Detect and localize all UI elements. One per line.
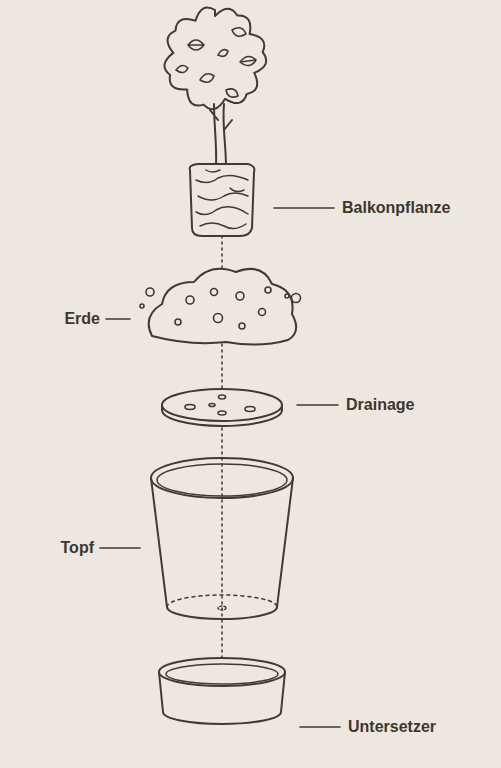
roots [196, 170, 248, 229]
plant-crown [164, 7, 266, 109]
pot-hole [218, 606, 226, 610]
saucer-rim [159, 658, 285, 686]
root-ball [190, 164, 255, 236]
part-label: Erde [64, 309, 100, 329]
pot-base-back [167, 595, 277, 607]
pot-rim-inner [157, 464, 287, 496]
drainage-holes [185, 395, 255, 415]
leaves [176, 28, 256, 97]
part-label: Drainage [346, 395, 414, 415]
part-label: Topf [61, 538, 94, 558]
soil-crumbs [140, 287, 301, 329]
pot-rim [151, 458, 293, 498]
part-label: Untersetzer [348, 717, 436, 737]
stem [210, 104, 232, 166]
part-label: Balkonpflanze [342, 198, 450, 218]
soil [149, 269, 296, 345]
pot-body [151, 478, 293, 619]
drainage-disc [162, 389, 282, 421]
saucer-inner [166, 664, 278, 684]
leader-lines [100, 208, 340, 727]
